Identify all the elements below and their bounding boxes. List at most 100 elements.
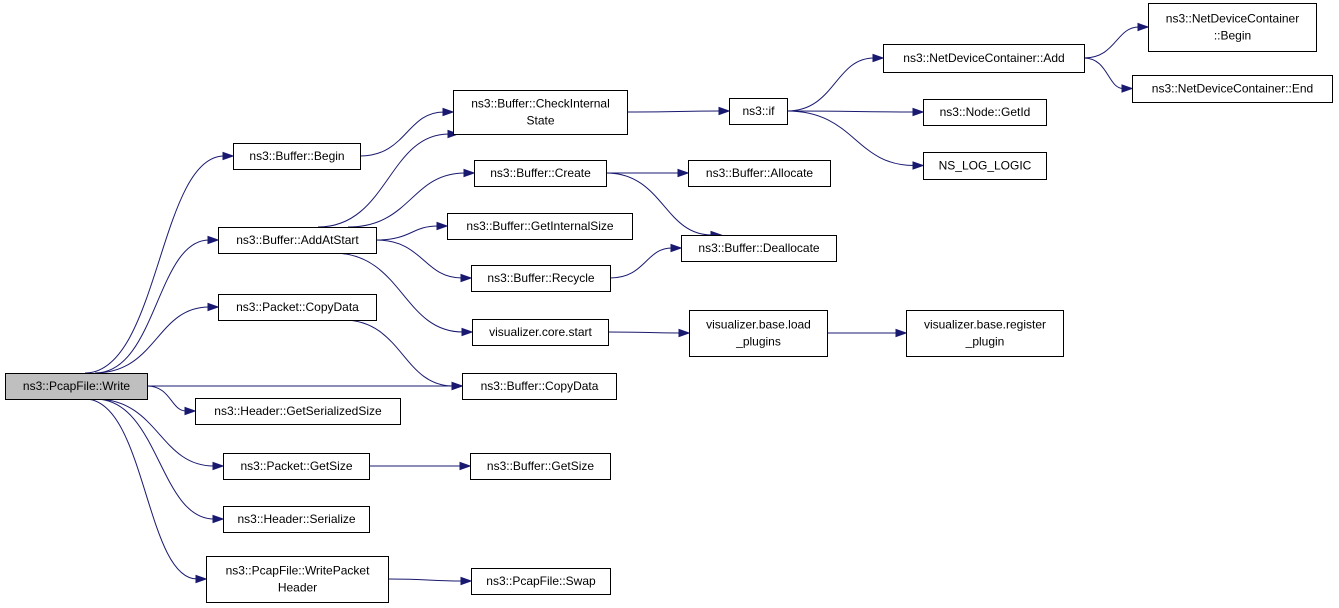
arrowhead-buf-create-to-allocate bbox=[677, 168, 690, 178]
edge-ndc-add-to-ndc-begin bbox=[1083, 26, 1140, 59]
node-ns-log-logic[interactable]: NS_LOG_LOGIC bbox=[923, 152, 1047, 180]
edge-ns-if-to-ns-log-logic bbox=[786, 110, 915, 166]
arrowhead-add-at-start-to-viz-core-start bbox=[461, 327, 474, 337]
node-hdr-get-ser-size[interactable]: ns3::Header::GetSerializedSize bbox=[195, 398, 401, 425]
node-box bbox=[923, 152, 1047, 180]
node-ns-if[interactable]: ns3::if bbox=[729, 98, 788, 125]
node-label: ns3::Header::GetSerializedSize bbox=[214, 404, 382, 418]
node-ndc-end[interactable]: ns3::NetDeviceContainer::End bbox=[1132, 75, 1333, 103]
node-label: ns3::Packet::CopyData bbox=[236, 300, 359, 314]
node-label: ns3::NetDeviceContainer bbox=[1166, 12, 1299, 26]
arrowhead-recycle-to-deallocate bbox=[670, 243, 683, 253]
node-add-at-start[interactable]: ns3::Buffer::AddAtStart bbox=[218, 227, 377, 254]
node-box bbox=[223, 506, 370, 533]
node-buf-create[interactable]: ns3::Buffer::Create bbox=[474, 160, 607, 187]
node-hdr-serialize[interactable]: ns3::Header::Serialize bbox=[223, 506, 370, 533]
edge-write-to-hdr-get-ser-size bbox=[146, 385, 187, 412]
node-get-internal-size[interactable]: ns3::Buffer::GetInternalSize bbox=[447, 213, 633, 240]
node-label: ns3::PcapFile::Swap bbox=[486, 574, 596, 588]
node-pkt-get-size[interactable]: ns3::Packet::GetSize bbox=[223, 453, 370, 480]
node-pkt-copy-data[interactable]: ns3::Packet::CopyData bbox=[218, 294, 377, 321]
node-box bbox=[462, 373, 617, 400]
arrowhead-check-internal-to-ns-if bbox=[718, 106, 731, 116]
edges-layer bbox=[84, 22, 1150, 586]
edge-write-to-add-at-start bbox=[94, 239, 210, 374]
node-ndc-begin[interactable]: ns3::NetDeviceContainer::Begin bbox=[1148, 3, 1317, 52]
arrowhead-ns-if-to-ns-log-logic bbox=[912, 161, 925, 170]
node-label: ::Begin bbox=[1214, 29, 1251, 43]
node-label: ns3::Packet::GetSize bbox=[240, 459, 352, 473]
edge-add-at-start-to-check-internal bbox=[317, 133, 450, 228]
edge-pkt-copy-data-to-buf-copy-data bbox=[342, 319, 454, 387]
node-box bbox=[472, 319, 609, 346]
arrowhead-write-pkt-hdr-to-swap bbox=[460, 576, 473, 586]
node-box bbox=[474, 160, 607, 187]
node-label: ns3::Node::GetId bbox=[940, 105, 1031, 119]
edge-write-to-pkt-get-size bbox=[94, 398, 215, 467]
node-label: ns3::Header::Serialize bbox=[237, 512, 355, 526]
node-label: State bbox=[526, 114, 554, 128]
node-box bbox=[471, 265, 611, 292]
node-box bbox=[447, 213, 633, 240]
node-box bbox=[471, 568, 611, 595]
node-label: Header bbox=[278, 581, 317, 595]
node-label: ns3::if bbox=[742, 104, 775, 118]
node-box bbox=[195, 398, 401, 425]
node-allocate[interactable]: ns3::Buffer::Allocate bbox=[688, 160, 831, 187]
edge-add-at-start-to-recycle bbox=[375, 239, 463, 279]
node-register-plugin[interactable]: visualizer.base.register_plugin bbox=[906, 310, 1064, 357]
node-viz-core-start[interactable]: visualizer.core.start bbox=[472, 319, 609, 346]
edge-buf-create-to-deallocate bbox=[605, 172, 713, 236]
node-label: ns3::Buffer::Begin bbox=[249, 149, 344, 163]
node-box bbox=[218, 227, 377, 254]
node-swap[interactable]: ns3::PcapFile::Swap bbox=[471, 568, 611, 595]
node-box bbox=[729, 98, 788, 125]
node-box bbox=[5, 373, 148, 400]
node-box bbox=[1132, 75, 1333, 103]
edge-write-to-write-pkt-hdr bbox=[84, 398, 198, 580]
node-label: ns3::NetDeviceContainer::Add bbox=[903, 51, 1064, 65]
node-ndc-add[interactable]: ns3::NetDeviceContainer::Add bbox=[883, 44, 1085, 73]
node-label: ns3::Buffer::AddAtStart bbox=[236, 233, 359, 247]
edge-ndc-add-to-ndc-end bbox=[1083, 57, 1124, 89]
arrowhead-write-to-add-at-start bbox=[207, 235, 220, 245]
arrowhead-add-at-start-to-buf-create bbox=[463, 168, 476, 178]
node-load-plugins[interactable]: visualizer.base.load_plugins bbox=[689, 310, 828, 357]
edge-write-pkt-hdr-to-swap bbox=[387, 578, 463, 582]
node-write[interactable]: ns3::PcapFile::Write bbox=[5, 373, 148, 400]
node-label: ns3::Buffer::GetInternalSize bbox=[466, 219, 614, 233]
node-label: ns3::Buffer::CopyData bbox=[481, 379, 599, 393]
node-label: ns3::Buffer::CheckInternal bbox=[471, 97, 610, 111]
arrowhead-ndc-add-to-ndc-end bbox=[1121, 84, 1134, 93]
arrowhead-add-at-start-to-get-internal-size bbox=[436, 221, 449, 231]
node-box bbox=[688, 160, 831, 187]
node-box bbox=[883, 44, 1085, 73]
node-label: ns3::Buffer::Deallocate bbox=[698, 241, 820, 255]
node-buf-begin[interactable]: ns3::Buffer::Begin bbox=[233, 143, 361, 170]
node-label: ns3::NetDeviceContainer::End bbox=[1152, 82, 1313, 96]
node-box bbox=[923, 99, 1047, 126]
node-recycle[interactable]: ns3::Buffer::Recycle bbox=[471, 265, 611, 292]
edge-write-to-hdr-serialize bbox=[94, 398, 215, 520]
node-box bbox=[233, 143, 361, 170]
arrowhead-write-to-hdr-serialize bbox=[212, 514, 225, 524]
node-label: ns3::PcapFile::WritePacket bbox=[226, 564, 371, 578]
node-box bbox=[689, 310, 828, 357]
node-box bbox=[470, 453, 611, 480]
node-label: visualizer.base.register bbox=[924, 318, 1046, 332]
edge-add-at-start-to-viz-core-start bbox=[332, 252, 464, 333]
edge-ns-if-to-node-get-id bbox=[786, 110, 915, 113]
edge-check-internal-to-ns-if bbox=[626, 110, 721, 113]
edge-write-to-pkt-copy-data bbox=[94, 306, 210, 374]
node-deallocate[interactable]: ns3::Buffer::Deallocate bbox=[681, 235, 837, 262]
node-node-get-id[interactable]: ns3::Node::GetId bbox=[923, 99, 1047, 126]
node-buf-copy-data[interactable]: ns3::Buffer::CopyData bbox=[462, 373, 617, 400]
arrowhead-pkt-copy-data-to-buf-copy-data bbox=[451, 381, 464, 391]
node-buf-get-size[interactable]: ns3::Buffer::GetSize bbox=[470, 453, 611, 480]
node-box bbox=[906, 310, 1064, 357]
node-label: _plugins bbox=[735, 335, 781, 349]
node-label: ns3::Buffer::Allocate bbox=[706, 166, 814, 180]
